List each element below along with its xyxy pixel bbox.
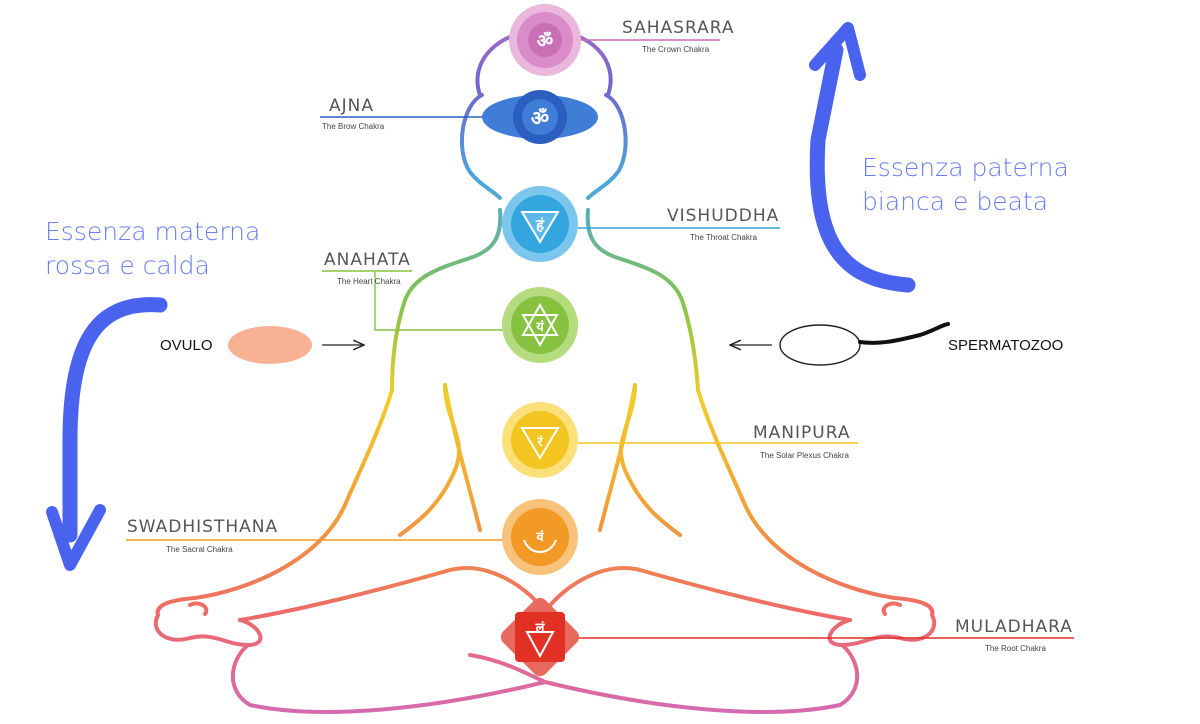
ovum-label: OVULO	[160, 337, 213, 354]
sahasrara-symbol: ॐ	[509, 4, 581, 76]
ajna-symbol: ॐ	[482, 90, 598, 144]
arrow-up-icon	[809, 22, 866, 81]
ovum-cell	[228, 326, 312, 364]
anahata-symbol: यं	[502, 287, 578, 363]
vishuddha-name: VISHUDDHA	[667, 206, 779, 226]
muladhara-subtitle: The Root Chakra	[985, 644, 1046, 653]
swadhisthana-symbol: वं	[502, 499, 578, 575]
maternal-essence-line1: Essenza materna	[45, 217, 260, 246]
sahasrara-glyph: ॐ	[537, 31, 553, 52]
maternal-flow-arrow	[46, 297, 168, 571]
body-outline	[153, 28, 937, 714]
muladhara-symbol: लं	[500, 597, 580, 677]
paternal-essence-line2: bianca e beata	[862, 187, 1048, 216]
anahata-leader	[374, 271, 505, 331]
sperm-head	[779, 324, 861, 366]
sahasrara-subtitle: The Crown Chakra	[642, 45, 710, 54]
swadhisthana-name: SWADHISTHANA	[127, 517, 278, 537]
anahata-name: ANAHATA	[324, 250, 411, 270]
arrow-down-icon	[46, 504, 106, 571]
sahasrara-name: SAHASRARA	[622, 18, 734, 38]
sperm-label: SPERMATOZOO	[948, 337, 1063, 354]
maternal-essence-line2: rossa e calda	[45, 251, 210, 280]
ajna-glyph: ॐ	[531, 106, 549, 130]
manipura-subtitle: The Solar Plexus Chakra	[760, 451, 849, 460]
manipura-name: MANIPURA	[753, 423, 850, 443]
ajna-subtitle: The Brow Chakra	[322, 122, 385, 131]
anahata-subtitle: The Heart Chakra	[337, 277, 401, 286]
leader-lines	[126, 39, 1074, 639]
muladhara-glyph: लं	[535, 620, 546, 636]
vishuddha-symbol: हं	[502, 186, 578, 262]
paternal-flow-arrow	[809, 22, 916, 293]
vishuddha-subtitle: The Throat Chakra	[690, 233, 758, 242]
ajna-name: AJNA	[329, 96, 374, 116]
sperm-tail	[858, 322, 950, 345]
swadhisthana-glyph: वं	[535, 529, 544, 545]
anahata-glyph: यं	[535, 319, 544, 335]
paternal-essence-line1: Essenza paterna	[862, 153, 1069, 182]
manipura-glyph: रं	[536, 434, 543, 450]
swadhisthana-subtitle: The Sacral Chakra	[166, 545, 233, 554]
muladhara-name: MULADHARA	[955, 617, 1073, 637]
vishuddha-glyph: हं	[535, 216, 545, 234]
manipura-symbol: रं	[502, 402, 578, 478]
